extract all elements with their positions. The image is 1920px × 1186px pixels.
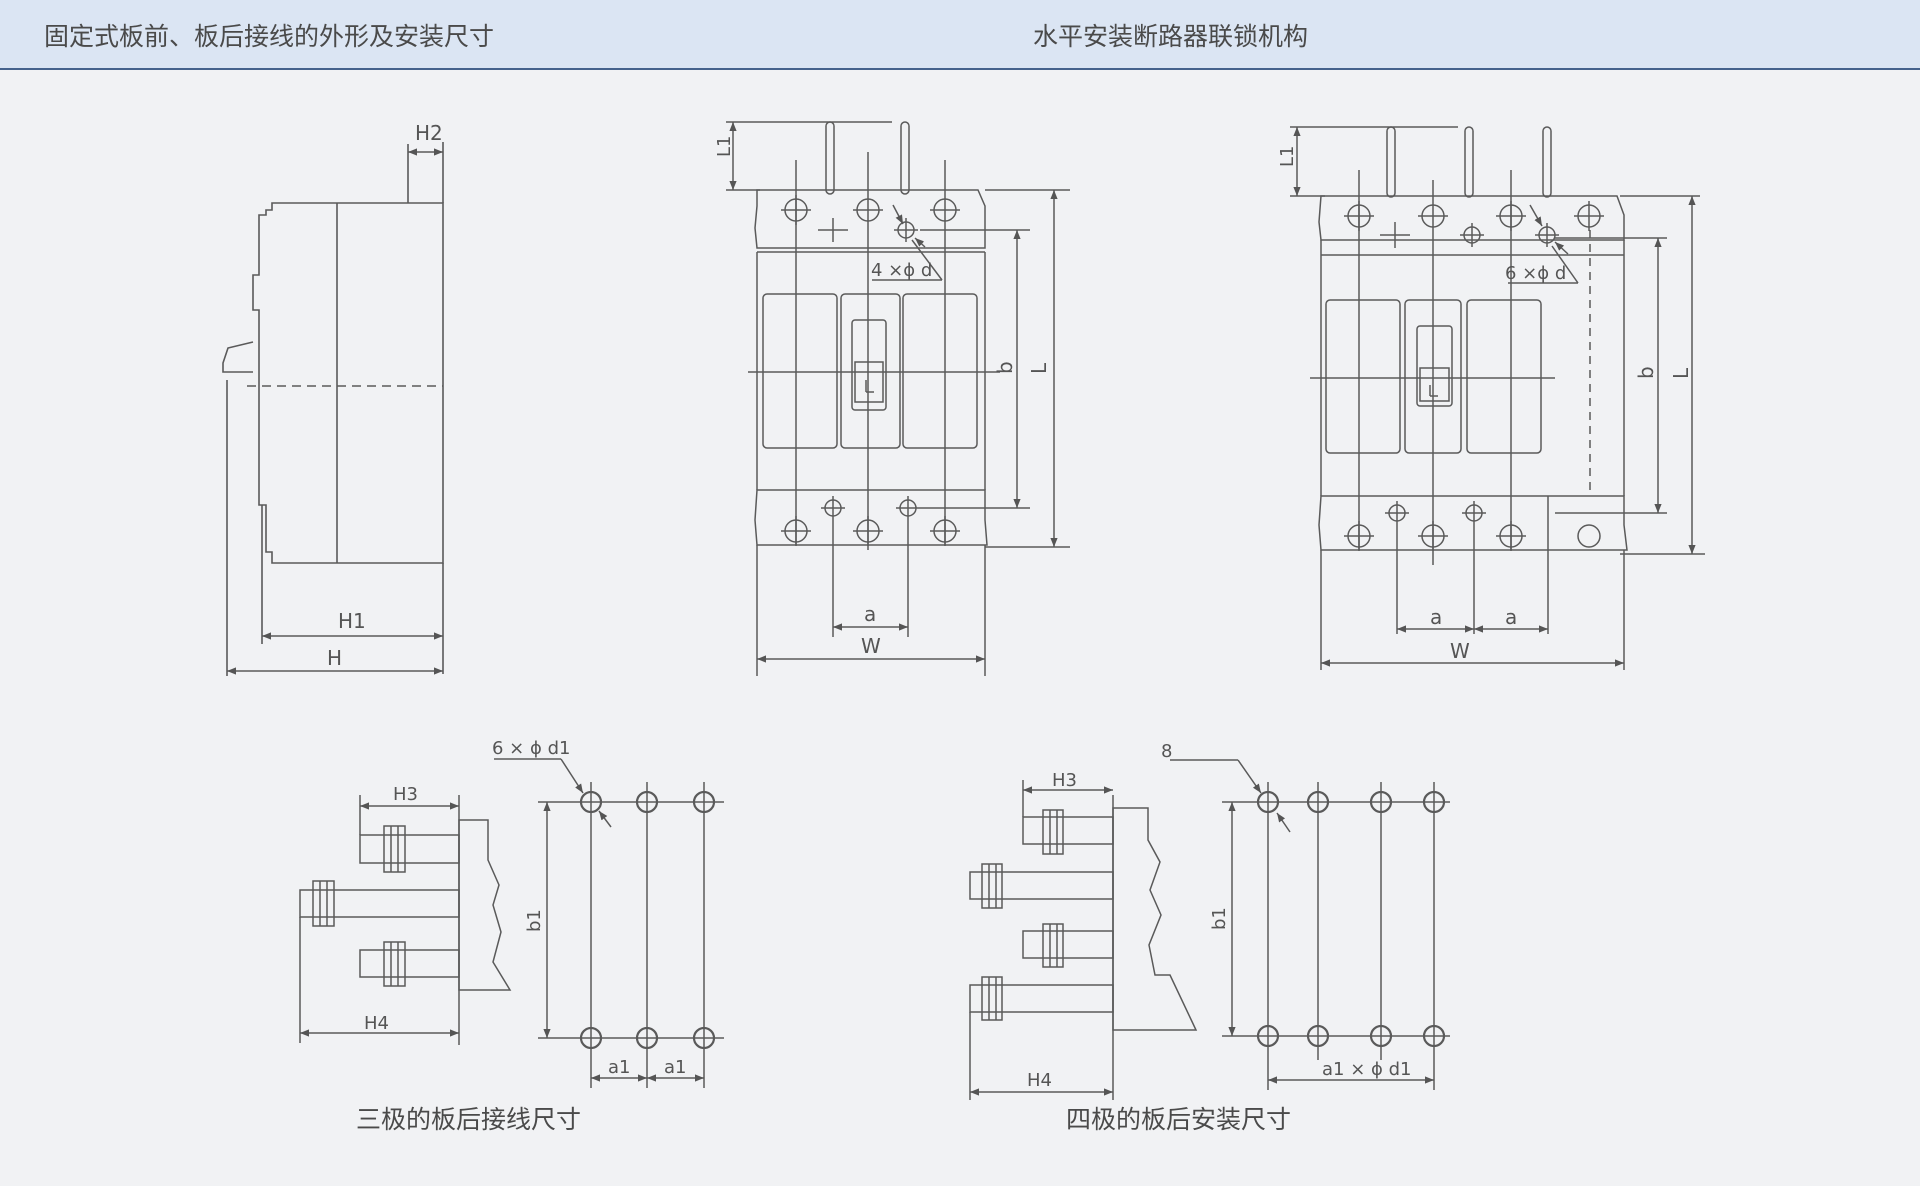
front-4p-b-label: b xyxy=(1634,366,1658,379)
dim-h-label: H xyxy=(327,646,342,670)
front-view-three-pole xyxy=(726,121,1070,676)
dim-h2-label: H2 xyxy=(415,121,443,145)
front-3p-a-label: a xyxy=(864,602,876,626)
front-view-four-pole xyxy=(1290,126,1705,670)
dim-h1-label: H1 xyxy=(338,609,366,633)
front-4p-w-label: W xyxy=(1450,639,1470,663)
rear-3p-a1-right-label: a1 xyxy=(664,1057,686,1078)
front-4p-l-label: L xyxy=(1669,367,1693,379)
rear-4p-h4-label: H4 xyxy=(1027,1070,1052,1091)
rear-4p-holes-label: 8 xyxy=(1161,741,1172,762)
rear-4p-b1-label: b1 xyxy=(1209,907,1230,930)
rear-3p-b1-label: b1 xyxy=(524,909,545,932)
front-3p-w-label: W xyxy=(861,634,881,658)
caption-three-pole: 三极的板后接线尺寸 xyxy=(356,1105,582,1134)
rear-3p-h4-label: H4 xyxy=(364,1013,389,1034)
front-4p-a-label-right: a xyxy=(1505,605,1517,629)
right-section-title: 水平安装断路器联锁机构 xyxy=(1033,22,1309,51)
front-3p-l1-label: L1 xyxy=(714,136,735,157)
left-section-title: 固定式板前、板后接线的外形及安装尺寸 xyxy=(44,22,495,51)
rear-three-pole xyxy=(299,758,724,1088)
front-3p-holes-label: 4 ×ϕ d xyxy=(871,260,932,281)
rear-3p-holes-label: 6 × ϕ d1 xyxy=(492,738,570,759)
rear-4p-h3-label: H3 xyxy=(1052,770,1077,791)
front-4p-holes-label: 6 ×ϕ d xyxy=(1505,263,1566,284)
rear-3p-h3-label: H3 xyxy=(393,784,418,805)
front-3p-b-label: b xyxy=(993,361,1017,374)
caption-four-pole: 四极的板后安装尺寸 xyxy=(1066,1105,1292,1134)
front-3p-l-label: L xyxy=(1027,362,1051,374)
front-4p-l1-label: L1 xyxy=(1277,146,1298,167)
front-4p-a-label-left: a xyxy=(1430,605,1442,629)
rear-3p-a1-left-label: a1 xyxy=(608,1057,630,1078)
rear-four-pole xyxy=(969,759,1450,1100)
side-view xyxy=(222,142,444,676)
rear-4p-a1-formula-label: a1 × ϕ d1 xyxy=(1322,1059,1411,1080)
header-bar: 固定式板前、板后接线的外形及安装尺寸 水平安装断路器联锁机构 xyxy=(0,0,1920,70)
